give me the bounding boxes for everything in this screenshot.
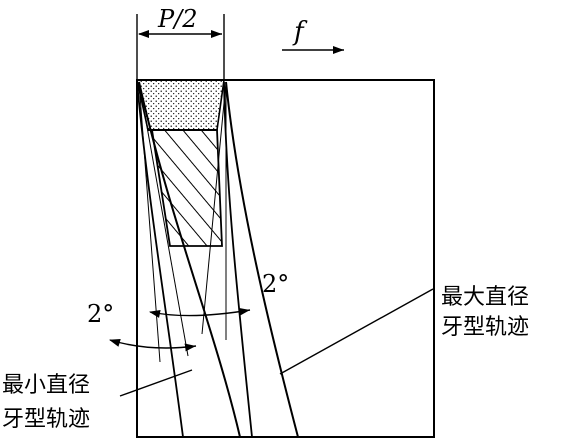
min-diameter-trajectory-outer (223, 81, 253, 438)
max-diameter-leader (279, 288, 434, 375)
max-diameter-trajectory-outer (225, 81, 299, 438)
right-angle-label: 2° (262, 270, 289, 298)
min-diameter-label-line2: 牙型轨迹 (2, 407, 90, 432)
max-diameter-label-line2: 牙型轨迹 (441, 315, 529, 340)
pitch-half-label: P/2 (157, 5, 198, 33)
min-diameter-leader (119, 369, 193, 397)
max-diameter-trajectory-inner (138, 81, 241, 438)
left-angle-arc (109, 339, 197, 352)
angle-ref-right-tilt (201, 81, 227, 335)
min-diameter-label-line1: 最小直径 (2, 373, 90, 398)
tool-body-hatched (150, 129, 223, 247)
feed-label: f (292, 17, 308, 47)
min-diameter-trajectory-inner (136, 81, 184, 438)
right-angle-arc (149, 307, 251, 318)
left-angle-label: 2° (87, 300, 114, 328)
max-diameter-label-line1: 最大直径 (441, 285, 529, 310)
workpiece-outline (136, 79, 435, 438)
tool-abrasive-region (136, 79, 225, 131)
